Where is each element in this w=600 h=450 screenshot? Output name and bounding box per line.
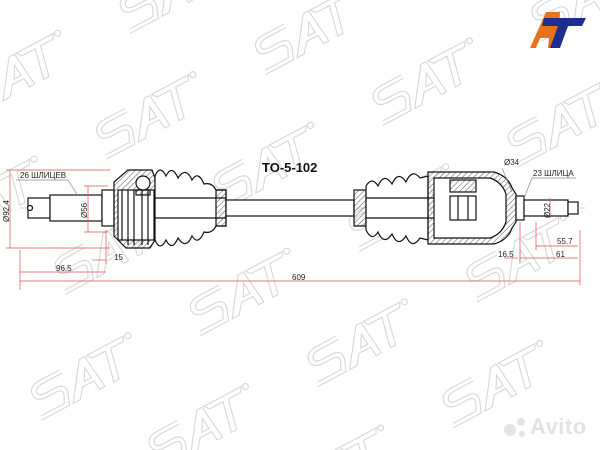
left-spline-count-label: 26 ШЛИЦЕВ (20, 171, 67, 180)
right-spline-count-label: 23 ШЛИЦА (533, 169, 574, 178)
right-seal-diameter-label: Ø34 (504, 158, 520, 167)
left-outer-diameter-label: Ø92.4 (2, 200, 11, 222)
avito-dots-icon (504, 418, 525, 437)
left-spline-diameter-label: Ø56 (80, 202, 89, 218)
part-number: TO-5-102 (262, 160, 318, 175)
at-logo-icon (530, 12, 586, 48)
dimension-16-5: 16.5 (498, 250, 514, 259)
dimension-96-5: 96.5 (56, 264, 72, 273)
center-shaft (225, 199, 355, 217)
right-spline-diameter-label: Ø22 (543, 202, 552, 218)
overall-length-label: 609 (292, 273, 306, 282)
left-boot (154, 169, 227, 247)
dimension-61: 61 (556, 250, 565, 259)
right-boot (365, 173, 429, 245)
dimension-55-7: 55.7 (557, 237, 573, 246)
dimension-15: 15 (114, 253, 123, 262)
avito-watermark: Avito (530, 414, 587, 439)
